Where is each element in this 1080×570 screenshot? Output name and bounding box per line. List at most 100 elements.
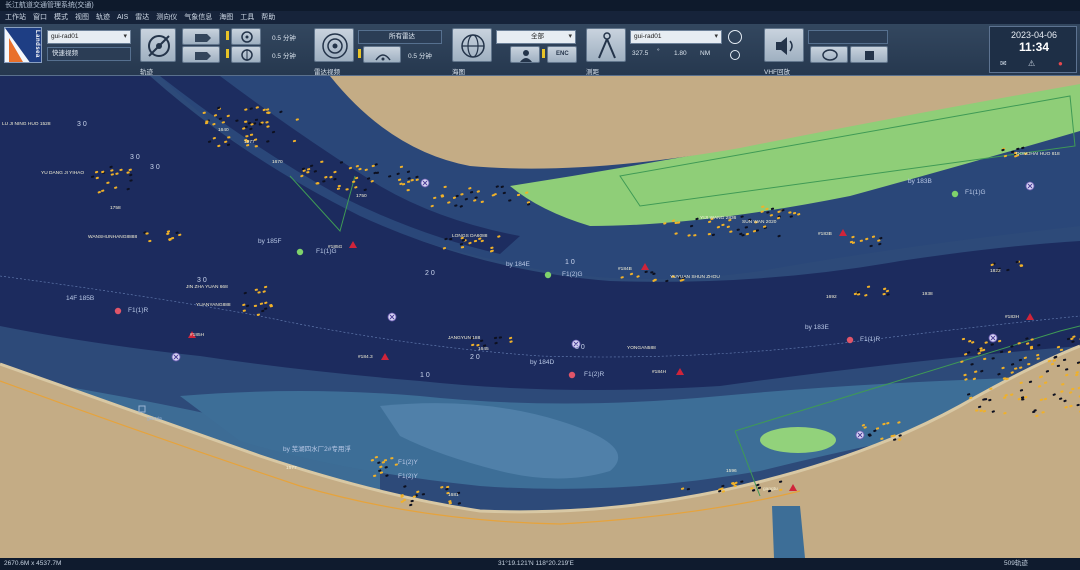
- vessel-marker[interactable]: [480, 200, 485, 203]
- vessel-marker[interactable]: [1015, 260, 1019, 264]
- vessel-marker[interactable]: [461, 238, 466, 242]
- vessel-marker[interactable]: [256, 313, 261, 316]
- vessel-marker[interactable]: [257, 291, 261, 294]
- vessel-marker[interactable]: [316, 182, 320, 185]
- vessel-marker[interactable]: [892, 434, 896, 437]
- vessel-marker[interactable]: [403, 485, 407, 488]
- vessel-marker[interactable]: [1024, 152, 1028, 155]
- vessel-marker[interactable]: [1039, 398, 1044, 402]
- vessel-marker[interactable]: [779, 488, 783, 492]
- vessel-marker[interactable]: [1038, 385, 1042, 388]
- vessel-marker[interactable]: [767, 489, 772, 493]
- vessel-marker[interactable]: [766, 211, 770, 214]
- beacon-marker[interactable]: [789, 484, 797, 491]
- vessel-marker[interactable]: [1052, 393, 1056, 396]
- vessel-marker[interactable]: [242, 309, 247, 312]
- vessel-marker[interactable]: [1019, 381, 1023, 384]
- menu-item[interactable]: 气象信息: [184, 14, 213, 21]
- vessel-marker[interactable]: [262, 290, 266, 293]
- vessel-marker[interactable]: [721, 490, 726, 493]
- vessel-marker[interactable]: [707, 232, 712, 236]
- vessel-marker[interactable]: [406, 188, 410, 192]
- vessel-marker[interactable]: [968, 340, 972, 343]
- vessel-marker[interactable]: [126, 187, 130, 191]
- vessel-marker[interactable]: [736, 228, 740, 231]
- vessel-marker[interactable]: [266, 140, 270, 143]
- vessel-marker[interactable]: [970, 363, 974, 366]
- vessel-marker[interactable]: [377, 461, 381, 464]
- vessel-marker[interactable]: [384, 466, 388, 469]
- vessel-marker[interactable]: [480, 239, 484, 243]
- vessel-marker[interactable]: [886, 422, 890, 425]
- vessel-marker[interactable]: [977, 352, 981, 355]
- vessel-marker[interactable]: [866, 285, 871, 288]
- vessel-marker[interactable]: [964, 378, 968, 381]
- vessel-marker[interactable]: [415, 178, 419, 181]
- vessel-marker[interactable]: [370, 459, 375, 462]
- vessel-marker[interactable]: [374, 163, 378, 166]
- vessel-marker[interactable]: [101, 189, 105, 192]
- buoy-marker[interactable]: [114, 307, 122, 315]
- vessel-marker[interactable]: [1075, 371, 1079, 374]
- vessel-marker[interactable]: [755, 229, 760, 232]
- vessel-marker[interactable]: [445, 487, 449, 491]
- vessel-marker[interactable]: [94, 170, 99, 174]
- vessel-marker[interactable]: [306, 171, 310, 174]
- station-select[interactable]: gui-rad01: [47, 30, 131, 44]
- vessel-marker[interactable]: [244, 125, 248, 129]
- vessel-marker[interactable]: [168, 238, 172, 241]
- vessel-marker[interactable]: [373, 474, 377, 478]
- vessel-marker[interactable]: [364, 168, 368, 172]
- vessel-marker[interactable]: [644, 270, 648, 274]
- vessel-marker[interactable]: [482, 344, 487, 347]
- beacon-marker[interactable]: [839, 229, 847, 236]
- vessel-marker[interactable]: [329, 175, 333, 179]
- vessel-marker[interactable]: [967, 393, 971, 396]
- vessel-marker[interactable]: [1060, 390, 1064, 393]
- vessel-marker[interactable]: [988, 398, 992, 402]
- vessel-marker[interactable]: [447, 201, 451, 204]
- vessel-marker[interactable]: [1061, 383, 1065, 386]
- vessel-marker[interactable]: [247, 122, 252, 125]
- vessel-marker[interactable]: [410, 179, 414, 182]
- vessel-marker[interactable]: [313, 170, 318, 173]
- vessel-marker[interactable]: [963, 373, 967, 377]
- vessel-marker[interactable]: [990, 263, 994, 267]
- menu-item[interactable]: 工作站: [5, 14, 26, 21]
- vessel-marker[interactable]: [676, 221, 681, 224]
- vessel-marker[interactable]: [258, 123, 263, 126]
- vessel-marker[interactable]: [90, 175, 95, 178]
- vessel-marker[interactable]: [279, 110, 283, 114]
- vessel-marker[interactable]: [883, 287, 887, 291]
- vessel-marker[interactable]: [1036, 353, 1040, 357]
- vessel-marker[interactable]: [1020, 396, 1025, 399]
- vessel-marker[interactable]: [459, 243, 464, 246]
- vessel-marker[interactable]: [310, 164, 314, 168]
- vessel-marker[interactable]: [984, 341, 988, 344]
- vessel-marker[interactable]: [1043, 397, 1048, 401]
- vessel-marker[interactable]: [385, 474, 389, 477]
- vessel-marker[interactable]: [991, 410, 995, 413]
- timer-icon[interactable]: [728, 30, 742, 44]
- vessel-marker[interactable]: [333, 170, 337, 174]
- vessel-marker[interactable]: [885, 289, 890, 293]
- radar-target-marker[interactable]: [1025, 181, 1035, 191]
- vessel-marker[interactable]: [868, 434, 872, 437]
- vessel-marker[interactable]: [101, 170, 105, 174]
- vessel-marker[interactable]: [1056, 345, 1061, 349]
- vessel-marker[interactable]: [665, 279, 669, 283]
- vessel-marker[interactable]: [748, 218, 752, 222]
- vessel-marker[interactable]: [882, 422, 886, 426]
- vessel-marker[interactable]: [1023, 356, 1028, 360]
- vessel-marker[interactable]: [442, 246, 447, 250]
- vessel-marker[interactable]: [689, 224, 694, 228]
- beacon-marker[interactable]: [641, 263, 649, 270]
- vessel-marker[interactable]: [1069, 391, 1073, 394]
- vessel-marker[interactable]: [1037, 344, 1041, 347]
- vessel-marker[interactable]: [500, 185, 504, 189]
- vessel-marker[interactable]: [207, 140, 212, 143]
- vessel-marker[interactable]: [1053, 356, 1057, 359]
- vessel-marker[interactable]: [407, 180, 411, 183]
- vessel-marker[interactable]: [877, 239, 881, 242]
- vessel-marker[interactable]: [961, 337, 966, 341]
